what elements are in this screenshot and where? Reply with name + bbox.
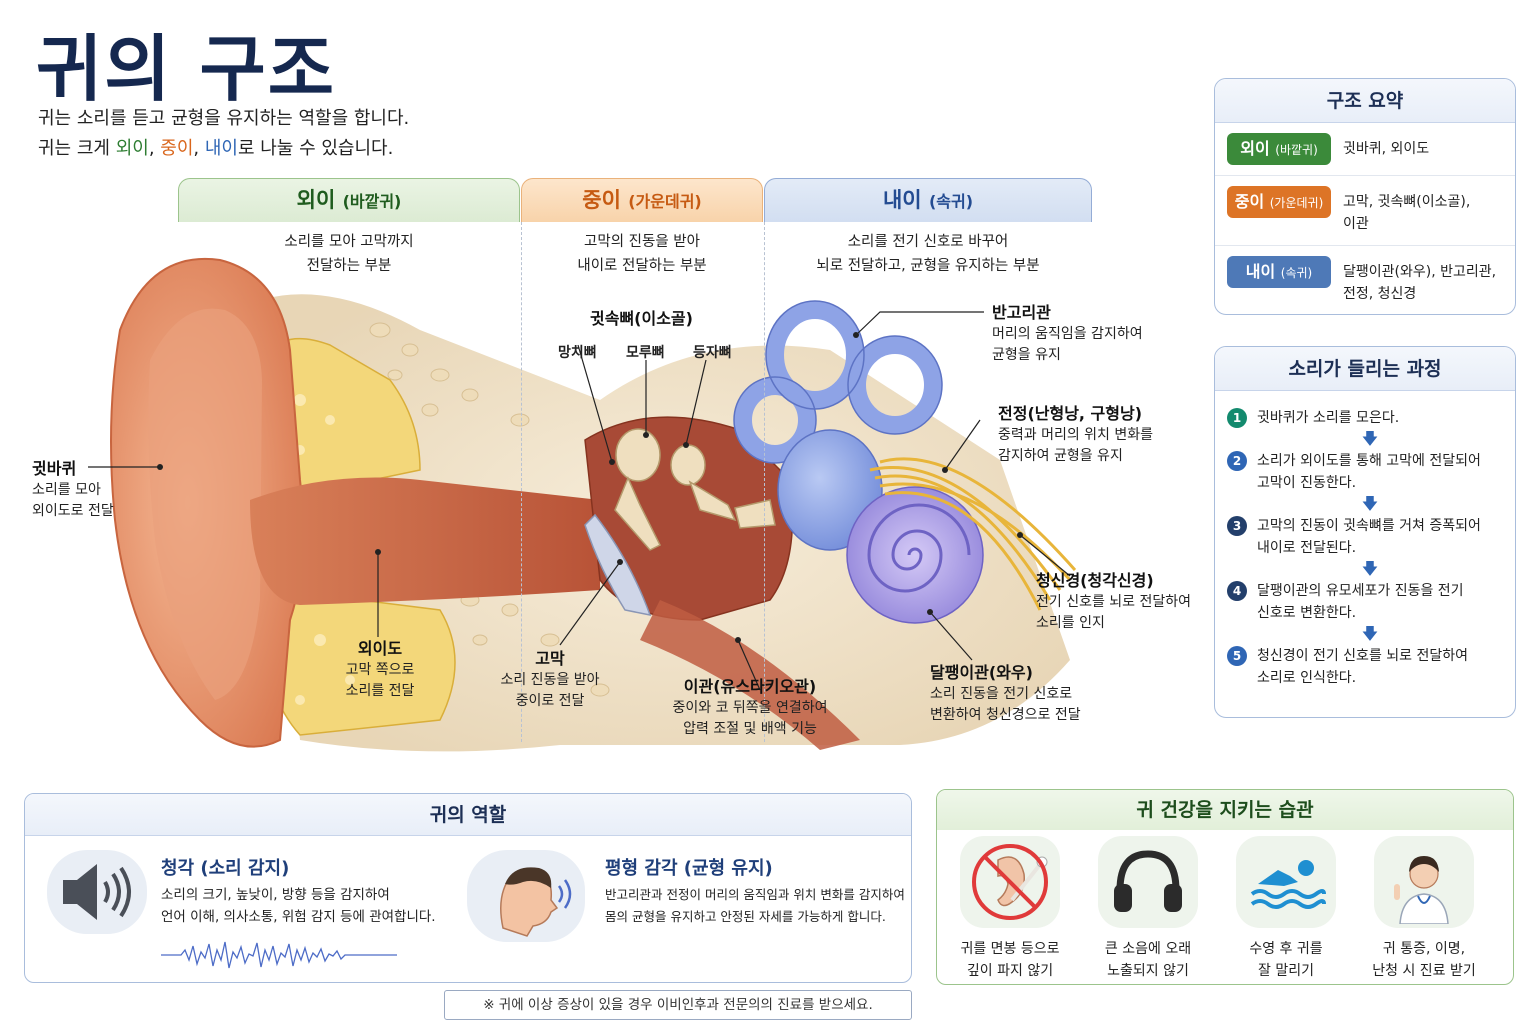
label-incus: 모루뼈 — [626, 345, 665, 361]
step-number-badge: 5 — [1227, 646, 1247, 666]
arrow-down-icon: 🡇 — [1361, 429, 1379, 448]
arrow-down-icon: 🡇 — [1361, 494, 1379, 513]
intro-outer-ear: 외이 — [115, 138, 149, 159]
structure-summary-panel: 구조 요약 외이 (바깥귀) 귓바퀴, 외이도 중이 (가운데귀) 고막, 귓속… — [1214, 78, 1516, 315]
intro-inner-ear: 내이 — [204, 138, 238, 159]
intro-line-2: 귀는 크게 외이, 중이, 내이로 나눌 수 있습니다. — [38, 138, 394, 159]
ear-roles-box: 귀의 역할 청각 (소리 감지) 소리의 크기, 높낮이, 방향 등을 감지하여… — [24, 793, 912, 983]
step-number-badge: 3 — [1227, 516, 1247, 536]
summary-pill-middle: 중이 (가운데귀) — [1227, 186, 1331, 218]
label-ossicles: 귓속뼈(이소골) — [590, 309, 693, 328]
role-hearing-title: 청각 (소리 감지) — [161, 858, 290, 879]
summary-row-middle: 중이 (가운데귀) 고막, 귓속뼈(이소골),이관 — [1215, 176, 1515, 246]
ear-health-habits-title: 귀 건강을 지키는 습관 — [937, 790, 1513, 830]
role-balance-title: 평형 감각 (균형 유지) — [605, 858, 773, 879]
no-cotton-swab-icon — [960, 836, 1060, 928]
headphones-icon — [1098, 836, 1198, 928]
ear-roles-title: 귀의 역할 — [25, 794, 911, 836]
intro-text: 귀는 소리를 듣고 균형을 유지하는 역할을 합니다. 귀는 크게 외이, 중이… — [38, 104, 409, 164]
balance-head-icon — [467, 850, 585, 942]
summary-text-inner: 달팽이관(와우), 반고리관,전정, 청신경 — [1343, 264, 1497, 302]
divider-middle-inner — [764, 222, 765, 742]
label-stapes: 등자뼈 — [693, 345, 732, 361]
page-title: 귀의 구조 — [36, 27, 337, 111]
arrow-down-icon: 🡇 — [1361, 559, 1379, 578]
structure-summary-title: 구조 요약 — [1215, 79, 1515, 123]
summary-pill-inner: 내이 (속귀) — [1227, 256, 1331, 288]
doctor-icon — [1374, 836, 1474, 928]
label-malleus: 망치뼈 — [558, 345, 597, 361]
summary-row-outer: 외이 (바깥귀) 귓바퀴, 외이도 — [1215, 123, 1515, 176]
sound-wave-icon — [161, 941, 397, 969]
summary-row-inner: 내이 (속귀) 달팽이관(와우), 반고리관,전정, 청신경 — [1215, 246, 1515, 315]
step-number-badge: 1 — [1227, 408, 1247, 428]
habit-text: 귀 통증, 이명,난청 시 진료 받기 — [1372, 941, 1476, 979]
hearing-process-title: 소리가 들리는 과정 — [1215, 347, 1515, 391]
intro-line-1: 귀는 소리를 듣고 균형을 유지하는 역할을 합니다. — [38, 108, 410, 129]
section-outer-ear-header: 외이 (바깥귀) — [178, 178, 520, 222]
summary-pill-outer: 외이 (바깥귀) — [1227, 133, 1331, 165]
section-middle-ear-header: 중이 (가운데귀) — [521, 178, 763, 222]
swimming-icon — [1236, 836, 1336, 928]
arrow-down-icon: 🡇 — [1361, 624, 1379, 643]
summary-text-middle: 고막, 귓속뼈(이소골),이관 — [1343, 194, 1471, 232]
step-number-badge: 2 — [1227, 451, 1247, 471]
habit-item-see-doctor: 귀 통증, 이명,난청 시 진료 받기 — [1359, 836, 1489, 982]
intro-middle-ear: 중이 — [160, 138, 194, 159]
divider-outer-middle — [521, 222, 522, 742]
step-number-badge: 4 — [1227, 581, 1247, 601]
medical-advice-note: ※ 귀에 이상 증상이 있을 경우 이비인후과 전문의의 진료를 받으세요. — [444, 990, 912, 1020]
summary-text-outer: 귓바퀴, 외이도 — [1343, 141, 1430, 157]
speaker-icon — [47, 850, 147, 934]
section-inner-ear-header: 내이 (속귀) — [764, 178, 1092, 222]
